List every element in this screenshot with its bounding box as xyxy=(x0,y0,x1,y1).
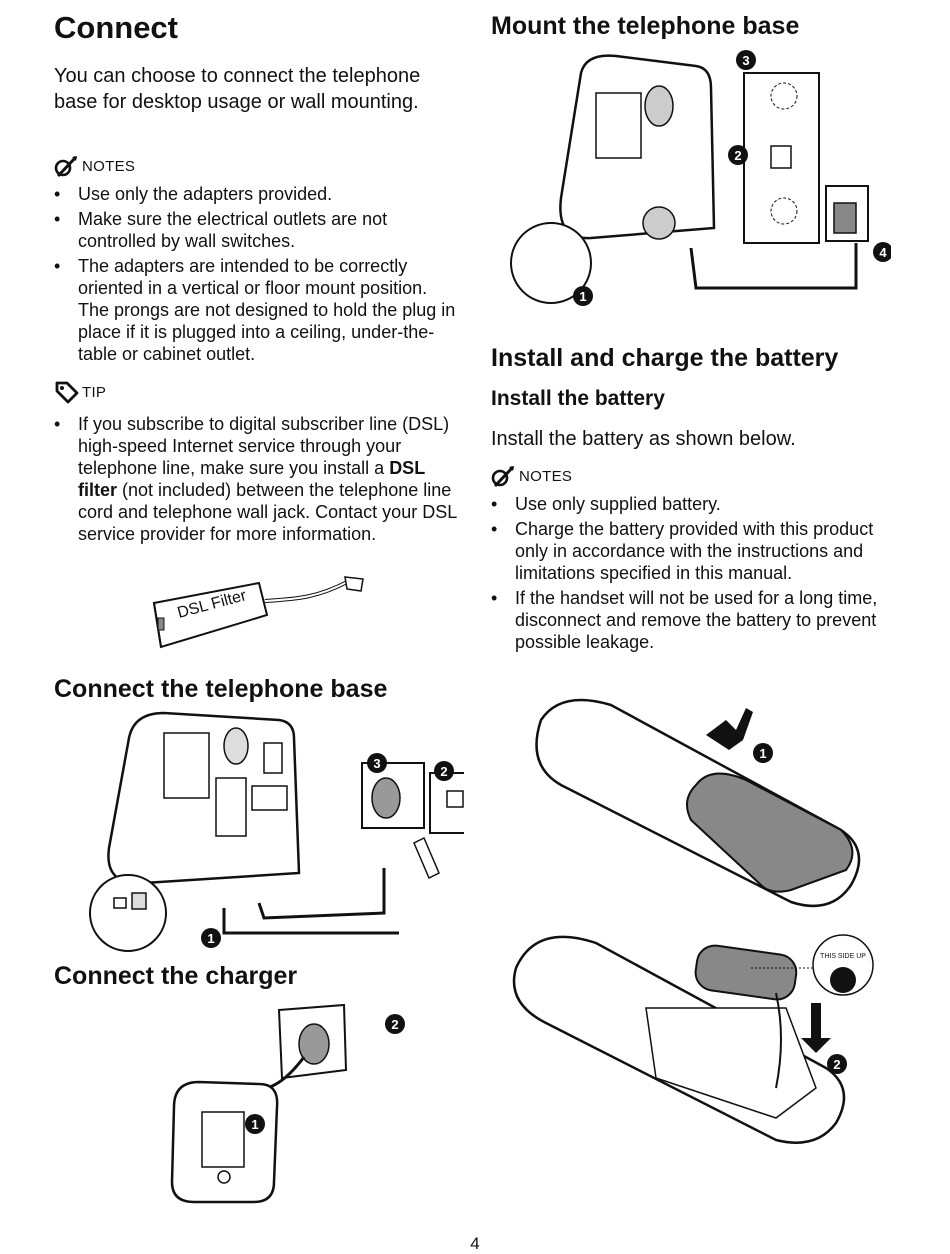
list-item: If you subscribe to digital subscriber l… xyxy=(54,413,459,545)
tip-text-start: If you subscribe to digital subscriber l… xyxy=(78,414,450,478)
callout-3: 3 xyxy=(373,756,380,771)
tip-text-bold: DSL filter xyxy=(78,458,425,500)
connect-charger-illustration: 1 2 xyxy=(170,1003,405,1204)
connect-intro: You can choose to connect the telephone … xyxy=(54,65,421,113)
battery-notes-label-text: NOTES xyxy=(519,467,573,485)
callout-1: 1 xyxy=(207,931,214,946)
charger-callout-1: 1 xyxy=(251,1117,258,1132)
connect-base-heading: Connect the telephone base xyxy=(54,675,388,703)
list-item: Use only the adapters provided. xyxy=(54,183,459,205)
connect-charger-heading: Connect the charger xyxy=(54,962,298,990)
page-title: Connect xyxy=(54,10,178,45)
list-item: If the handset will not be used for a lo… xyxy=(491,587,896,653)
notes-label-text: NOTES xyxy=(82,157,136,175)
install-charge-heading: Install and charge the battery xyxy=(491,344,839,372)
battery-notes-list: Use only supplied battery. Charge the ba… xyxy=(491,493,896,656)
dsl-filter-illustration: DSL Filter xyxy=(152,576,364,649)
this-side-up-label: THIS SIDE UP xyxy=(820,953,866,960)
tag-icon xyxy=(55,381,79,404)
battery-notes-label: NOTES xyxy=(491,464,572,488)
notes-list: Use only the adapters provided. Make sur… xyxy=(54,183,459,368)
battery-callout-2: 2 xyxy=(833,1057,840,1072)
list-item: Charge the battery provided with this pr… xyxy=(491,518,896,584)
tip-label-text: TIP xyxy=(82,383,107,401)
notes-label: NOTES xyxy=(54,154,135,178)
list-item: Make sure the electrical outlets are not… xyxy=(54,208,459,252)
list-item: The adapters are intended to be correctl… xyxy=(54,255,459,365)
tip-label: TIP xyxy=(54,380,106,404)
battery-insert-illustration: THIS SIDE UP 2 xyxy=(512,934,874,1144)
connect-base-illustration: 1 2 3 xyxy=(89,711,464,952)
page-number: 4 xyxy=(470,1234,480,1253)
callout-2: 2 xyxy=(440,764,447,779)
battery-callout-1: 1 xyxy=(759,746,766,761)
mount-callout-4: 4 xyxy=(879,245,887,260)
install-intro: Install the battery as shown below. xyxy=(491,428,796,450)
charger-callout-2: 2 xyxy=(391,1017,398,1032)
battery-cover-illustration: 1 xyxy=(535,698,861,908)
mount-callout-2: 2 xyxy=(734,148,741,163)
notes-icon xyxy=(491,465,515,488)
install-battery-heading: Install the battery xyxy=(491,387,665,410)
mount-callout-1: 1 xyxy=(579,289,586,304)
mount-heading: Mount the telephone base xyxy=(491,12,800,40)
mount-base-illustration: 1 2 3 4 xyxy=(510,50,891,306)
mount-callout-3: 3 xyxy=(742,53,749,68)
notes-icon xyxy=(54,155,78,178)
tip-text-end: (not included) between the telephone lin… xyxy=(78,480,457,544)
list-item: Use only supplied battery. xyxy=(491,493,896,515)
tip-list: If you subscribe to digital subscriber l… xyxy=(54,413,459,548)
